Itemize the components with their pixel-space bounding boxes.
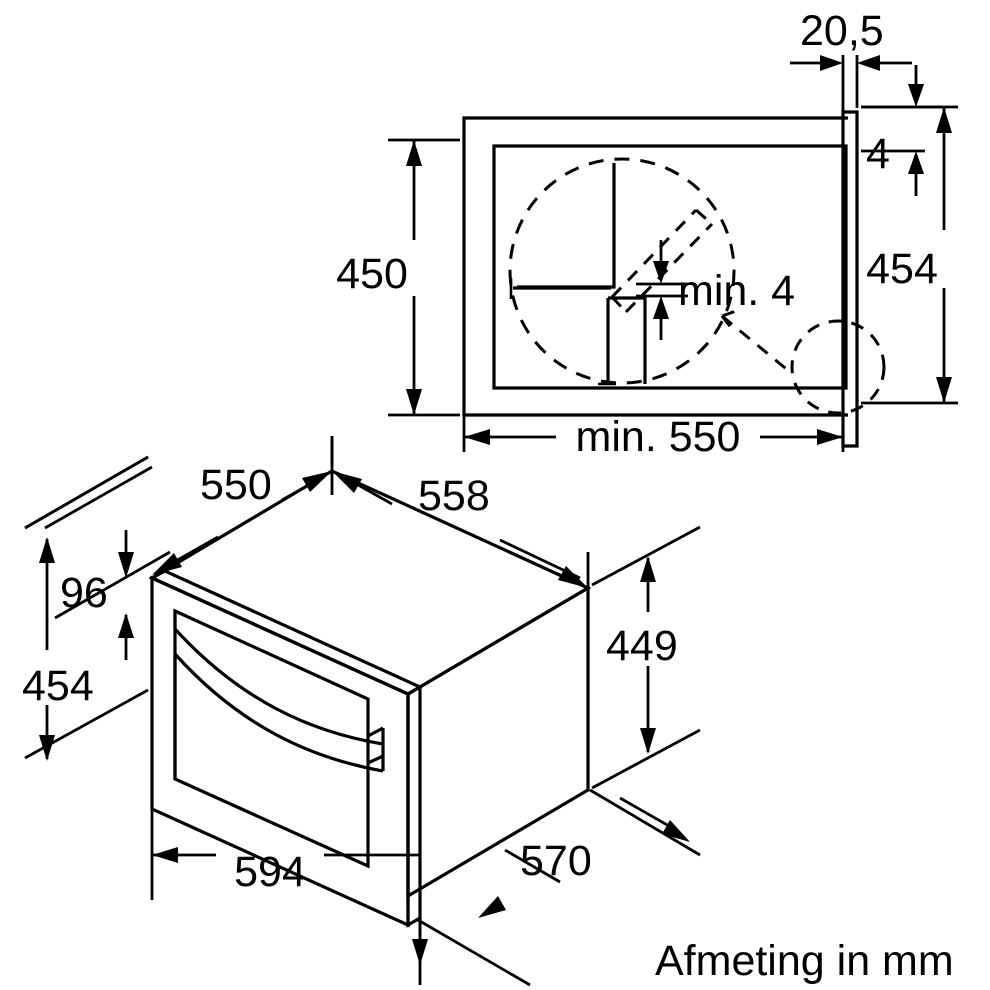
dimension-min-4: min. 4 — [636, 240, 795, 340]
dimension-550: 550 — [44, 436, 334, 575]
dimension-594: 594 — [150, 785, 428, 985]
dimension-label-4: 4 — [866, 130, 890, 178]
units-caption: Afmeting in mm — [655, 937, 954, 985]
hinge-linkage-dashed — [720, 309, 791, 374]
dimension-label-454-top: 454 — [866, 245, 938, 293]
turntable-dashed-circle — [508, 157, 736, 385]
dimension-20-5: 20,5 — [790, 7, 912, 112]
niche-top-view: 20,5 4 450 — [336, 7, 958, 461]
dimension-454-top: 454 — [861, 105, 958, 405]
dimension-label-454-front: 454 — [22, 662, 94, 710]
dimension-454-front: 454 — [22, 455, 149, 761]
door-edge-right — [406, 684, 422, 928]
dimension-label-min-550: min. 550 — [576, 413, 741, 461]
dimension-558: 558 — [330, 436, 590, 588]
caption-text: Afmeting in mm — [655, 937, 954, 985]
dimension-label-594: 594 — [234, 848, 306, 896]
dimension-label-558: 558 — [418, 472, 490, 520]
appliance-isometric-view: 550 558 96 — [22, 436, 701, 987]
dimension-label-449: 449 — [606, 622, 678, 670]
dimension-label-570: 570 — [520, 837, 592, 885]
dimension-4: 4 — [861, 65, 942, 196]
dimension-label-min-4: min. 4 — [678, 267, 795, 315]
dimension-570: 570 — [417, 788, 701, 987]
bracket-leg-vertical — [598, 296, 647, 386]
dimension-min-550: min. 550 — [462, 410, 845, 461]
appliance-body-outline — [492, 144, 848, 390]
door-panel — [841, 110, 859, 448]
hinge-arm-dashed — [610, 208, 714, 314]
dimension-label-550: 550 — [200, 461, 272, 509]
dimension-450: 450 — [336, 138, 460, 417]
dimension-label-450: 450 — [336, 250, 408, 298]
bracket-arm-horizontal — [509, 278, 611, 299]
door-swing-circle-dashed — [790, 319, 886, 415]
dimension-449: 449 — [591, 525, 701, 790]
dimension-label-96: 96 — [60, 569, 108, 617]
dimension-label-20-5: 20,5 — [800, 7, 884, 55]
door-handle-frame-links — [367, 726, 384, 765]
door-handle-upper-curve — [173, 627, 385, 746]
niche-outline — [462, 116, 848, 417]
